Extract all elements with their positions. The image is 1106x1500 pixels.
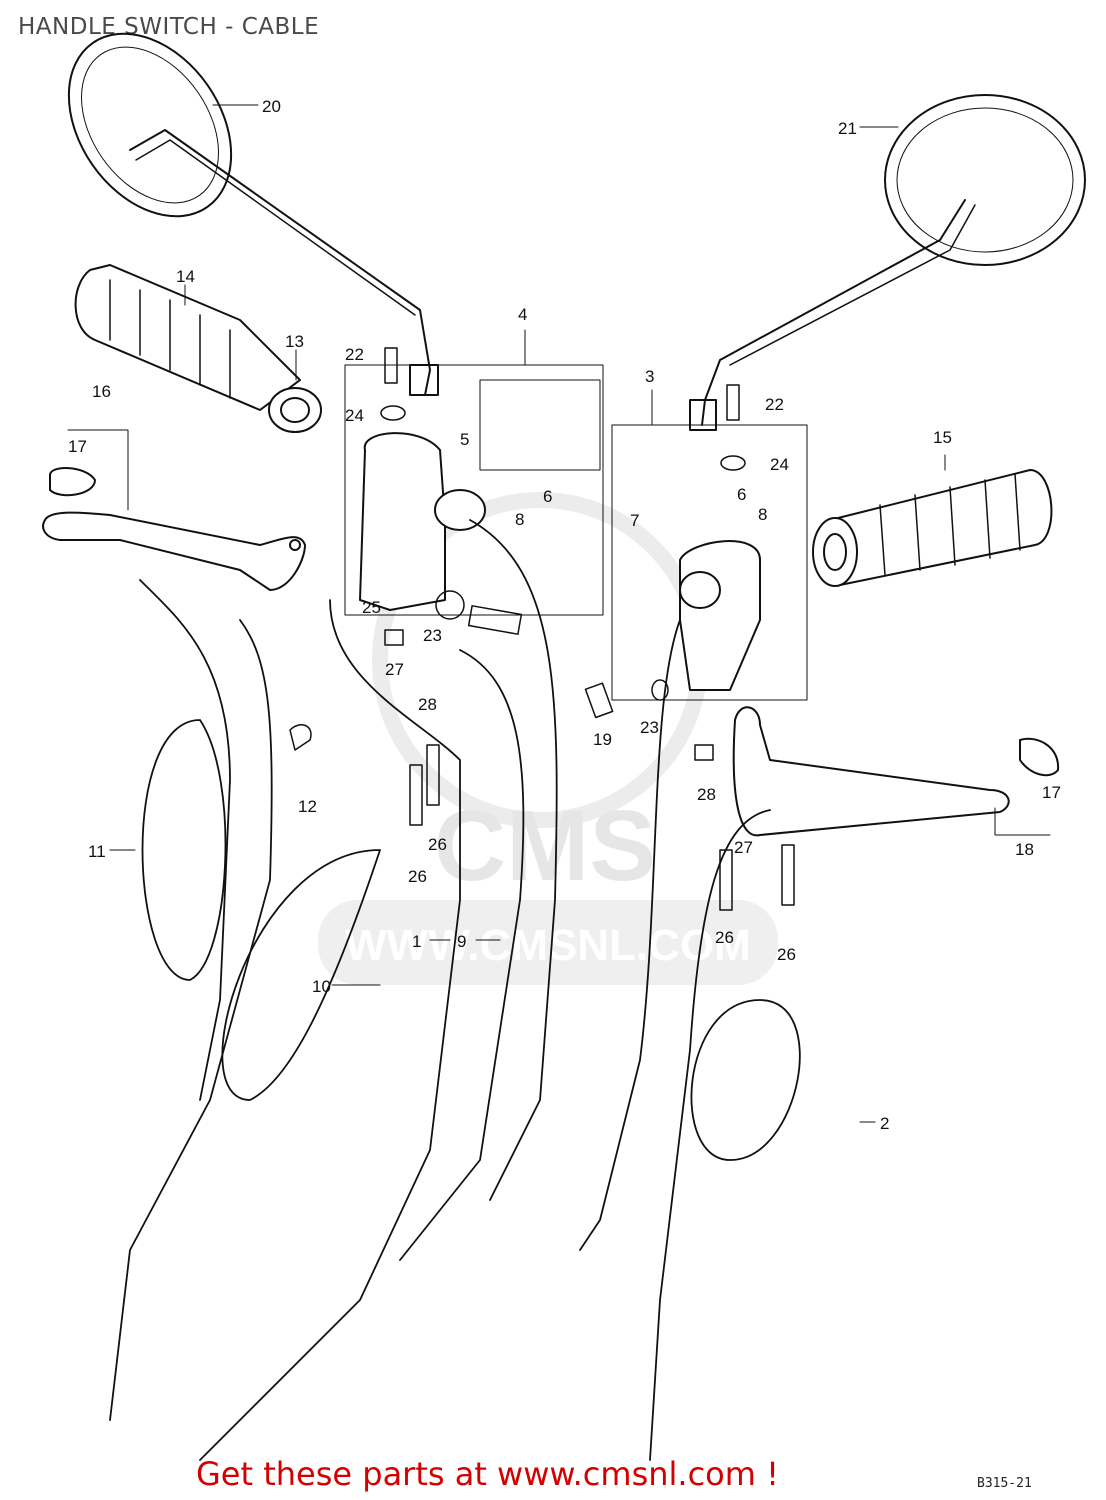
callout-24-left: 24 [345, 406, 364, 425]
callout-15: 15 [933, 428, 952, 447]
callouts: 20 21 14 13 16 17 22 24 4 5 6 8 25 23 27… [68, 97, 1061, 1133]
right-mirror [689, 94, 1086, 431]
callout-4: 4 [518, 305, 527, 324]
left-grip [74, 264, 322, 433]
callout-23-right: 23 [640, 718, 659, 737]
callout-22-left: 22 [345, 345, 364, 364]
watermark-text-1: CMS [434, 790, 656, 902]
callout-9: 9 [457, 932, 466, 951]
diagram-title: HANDLE SWITCH - CABLE [18, 14, 320, 40]
callout-11: 11 [88, 842, 106, 861]
callout-27-right: 27 [734, 838, 753, 857]
callout-24-right: 24 [770, 455, 789, 474]
right-switch-housing [611, 424, 808, 701]
callout-8-right: 8 [758, 505, 767, 524]
callout-26-a: 26 [428, 835, 447, 854]
callout-3: 3 [645, 367, 654, 386]
left-switch-housing [344, 364, 604, 616]
callout-6-left: 6 [543, 487, 552, 506]
callout-5: 5 [460, 430, 469, 449]
left-mirror [67, 32, 439, 396]
right-grip [812, 469, 1053, 587]
callout-26-d: 26 [777, 945, 796, 964]
callout-10: 10 [312, 977, 331, 996]
callout-19: 19 [593, 730, 612, 749]
right-lever [732, 706, 1060, 837]
watermark-text-2: WWW.CMSNL.COM [345, 921, 751, 970]
shop-link[interactable]: Get these parts at www.cmsnl.com ! [196, 1455, 779, 1493]
callout-2: 2 [880, 1114, 889, 1133]
callout-28-left: 28 [418, 695, 437, 714]
callout-1: 1 [412, 932, 421, 951]
leader-lines [67, 104, 1051, 1123]
callout-14: 14 [176, 267, 195, 286]
callout-17-left: 17 [68, 437, 87, 456]
callout-28-right: 28 [697, 785, 716, 804]
callout-26-c: 26 [715, 928, 734, 947]
callout-18: 18 [1015, 840, 1034, 859]
watermark: CMS WWW.CMSNL.COM [318, 492, 778, 985]
callout-6-right: 6 [737, 485, 746, 504]
callout-17-right: 17 [1042, 783, 1061, 802]
cables [109, 519, 801, 1461]
diagram-code: B315-21 [977, 1476, 1032, 1491]
callout-7: 7 [630, 511, 639, 530]
callout-27-left: 27 [385, 660, 404, 679]
callout-21: 21 [838, 119, 857, 138]
callout-8-left: 8 [515, 510, 524, 529]
left-lever [42, 467, 306, 591]
callout-20: 20 [262, 97, 281, 116]
callout-16: 16 [92, 382, 111, 401]
callout-22-right: 22 [765, 395, 784, 414]
callout-13: 13 [285, 332, 304, 351]
callout-26-b: 26 [408, 867, 427, 886]
callout-12: 12 [298, 797, 317, 816]
small-parts [289, 347, 795, 911]
callout-25: 25 [362, 598, 381, 617]
callout-23-left: 23 [423, 626, 442, 645]
